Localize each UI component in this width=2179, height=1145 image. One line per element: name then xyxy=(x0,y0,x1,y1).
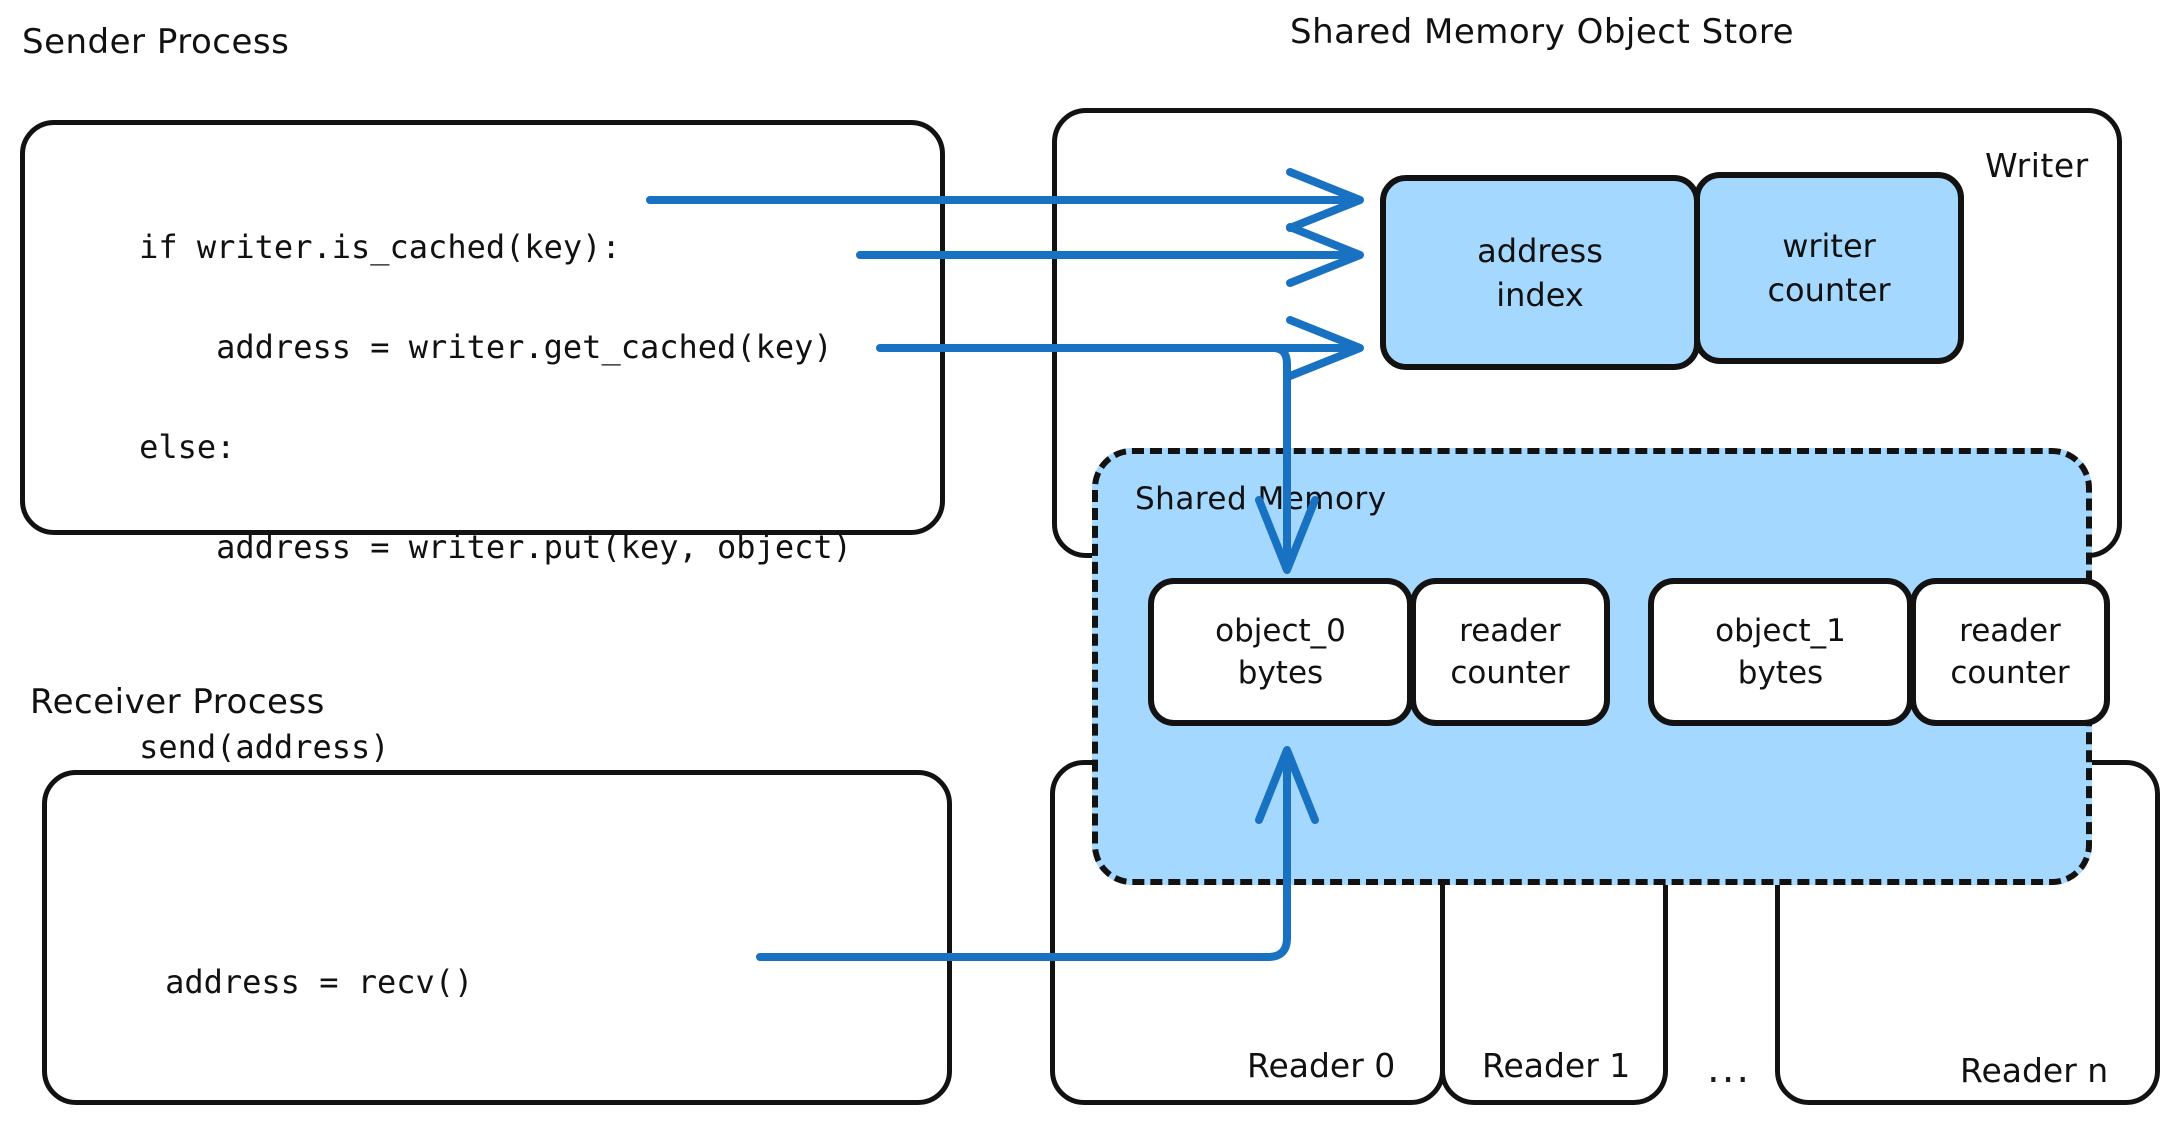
reader-label-n: Reader n xyxy=(1960,1051,2109,1090)
address-index-line2: index xyxy=(1496,275,1584,314)
object-1-line2: bytes xyxy=(1737,655,1824,691)
writer-counter-line2: counter xyxy=(1767,271,1891,309)
sender-code-block: if writer.is_cached(key): address = writ… xyxy=(62,172,852,822)
object-0-bytes-block: object_0 bytes xyxy=(1148,578,1413,726)
object-1-bytes-block: object_1 bytes xyxy=(1648,578,1913,726)
reader-counter-1-line2: counter xyxy=(1950,655,2070,691)
reader-counter-block-0: reader counter xyxy=(1410,578,1610,726)
sender-code-line-0: if writer.is_cached(key): xyxy=(139,228,621,266)
reader-counter-0-line1: reader xyxy=(1459,613,1561,649)
sender-code-line-1: address = writer.get_cached(key) xyxy=(139,328,833,366)
object-1-label: object_1 bytes xyxy=(1715,610,1846,694)
address-index-line1: address xyxy=(1477,231,1603,270)
sender-code-line-2: else: xyxy=(139,428,236,466)
sender-process-box xyxy=(20,120,945,535)
reader-counter-0-line2: counter xyxy=(1450,655,1570,691)
writer-counter-block: writer counter xyxy=(1694,172,1964,364)
object-1-line1: object_1 xyxy=(1715,613,1846,649)
reader-counter-1-label: reader counter xyxy=(1950,610,2069,694)
sender-code-line-3: address = writer.put(key, object) xyxy=(139,528,852,566)
object-0-label: object_0 bytes xyxy=(1215,610,1346,694)
sender-code-line-5: send(address) xyxy=(139,728,390,766)
reader-counter-block-1: reader counter xyxy=(1910,578,2110,726)
writer-label: Writer xyxy=(1985,146,2089,185)
receiver-process-title: Receiver Process xyxy=(30,682,325,722)
shared-memory-label: Shared Memory xyxy=(1135,481,1387,517)
object-0-line1: object_0 xyxy=(1215,613,1346,649)
reader-label-1: Reader 1 xyxy=(1482,1046,1631,1085)
address-index-label: address index xyxy=(1477,229,1603,317)
address-index-block: address index xyxy=(1380,175,1700,370)
sender-process-title: Sender Process xyxy=(22,22,290,62)
shared-memory-object-store-title: Shared Memory Object Store xyxy=(1290,12,1794,52)
writer-counter-line1: writer xyxy=(1782,227,1876,265)
reader-label-0: Reader 0 xyxy=(1247,1046,1396,1085)
object-0-line2: bytes xyxy=(1237,655,1324,691)
receiver-code-block: address = recv() object = reader_0.get(a… xyxy=(88,838,743,1145)
receiver-code-line-0: address = recv() xyxy=(165,963,474,1001)
readers-ellipsis: ... xyxy=(1707,1046,1752,1092)
reader-counter-1-line1: reader xyxy=(1959,613,2061,649)
writer-counter-label: writer counter xyxy=(1767,224,1890,312)
reader-counter-0-label: reader counter xyxy=(1450,610,1569,694)
